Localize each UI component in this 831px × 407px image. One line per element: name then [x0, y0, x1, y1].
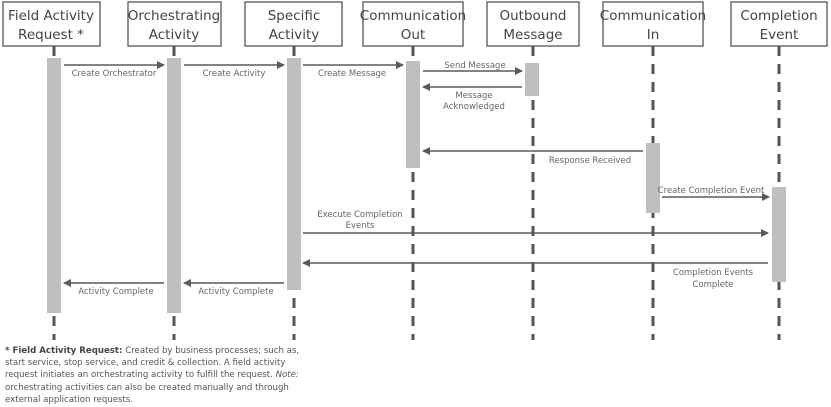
participant-completion-event: Completion Event [730, 1, 828, 47]
message-label: Acknowledged [443, 102, 505, 112]
message-send-message: Send Message [423, 61, 523, 75]
message-activity-complete-to-field-request: Activity Complete [63, 279, 164, 297]
footnote-note-label: Note: [275, 370, 299, 381]
participant-specific-activity: Specific Activity [244, 1, 343, 47]
participant-label: Outbound [500, 8, 567, 24]
footnote-text: Created by business processes; such as, … [5, 346, 300, 381]
message-response-received: Response Received [422, 147, 643, 166]
activation-specific-activity [287, 58, 301, 290]
participant-orchestrating-activity: Orchestrating Activity [127, 1, 222, 47]
message-message-acknowledged: Message Acknowledged [422, 83, 522, 112]
activation-communication-out [406, 61, 420, 168]
footnote-term: * Field Activity Request: [5, 346, 123, 356]
participant-label: Event [760, 27, 799, 43]
message-activity-complete-to-orchestrating: Activity Complete [183, 279, 284, 297]
message-label: Create Message [318, 69, 386, 79]
message-label: Response Received [549, 156, 631, 166]
message-label: Message [455, 91, 492, 101]
participant-label: Message [503, 27, 562, 43]
message-create-orchestrator: Create Orchestrator [64, 61, 165, 79]
participant-label: Request * [18, 27, 84, 43]
message-execute-completion-events: Execute Completion Events [303, 210, 769, 237]
message-label: Send Message [444, 61, 505, 71]
activation-communication-in [646, 143, 660, 213]
footnote-note-text: orchestrating activities can also be cre… [5, 382, 289, 405]
message-label: Events [346, 221, 375, 231]
message-label: Complete [693, 280, 734, 290]
participant-label: Activity [269, 27, 320, 43]
message-label: Execute Completion [317, 210, 402, 220]
message-label: Activity Complete [198, 287, 273, 297]
activation-outbound-message [525, 63, 539, 96]
participant-label: In [647, 27, 660, 43]
message-label: Activity Complete [78, 287, 153, 297]
message-create-activity: Create Activity [184, 61, 285, 79]
participant-label: Orchestrating [128, 8, 220, 24]
message-create-completion-event: Create Completion Event [658, 186, 770, 201]
footnote: * Field Activity Request: Created by bus… [5, 345, 305, 406]
message-label: Create Orchestrator [72, 69, 157, 79]
participant-label: Completion [740, 8, 817, 24]
message-completion-events-complete: Completion Events Complete [302, 259, 768, 290]
message-label: Completion Events [673, 268, 754, 278]
participant-label: Specific [268, 8, 321, 24]
participant-field-activity-request: Field Activity Request * [2, 1, 101, 47]
activation-field-activity-request [47, 58, 61, 313]
participant-label: Activity [149, 27, 200, 43]
activation-orchestrating-activity [167, 58, 181, 313]
message-label: Create Activity [203, 69, 266, 79]
activation-completion-event [772, 187, 786, 282]
participant-label: Communication [360, 8, 466, 24]
participant-label: Out [401, 27, 425, 43]
participant-label: Field Activity [8, 8, 94, 24]
participant-communication-out: Communication Out [360, 1, 466, 47]
message-label: Create Completion Event [658, 186, 765, 196]
participant-label: Communication [600, 8, 706, 24]
participant-communication-in: Communication In [600, 1, 706, 47]
message-create-message: Create Message [303, 61, 404, 79]
participant-outbound-message: Outbound Message [486, 1, 580, 47]
